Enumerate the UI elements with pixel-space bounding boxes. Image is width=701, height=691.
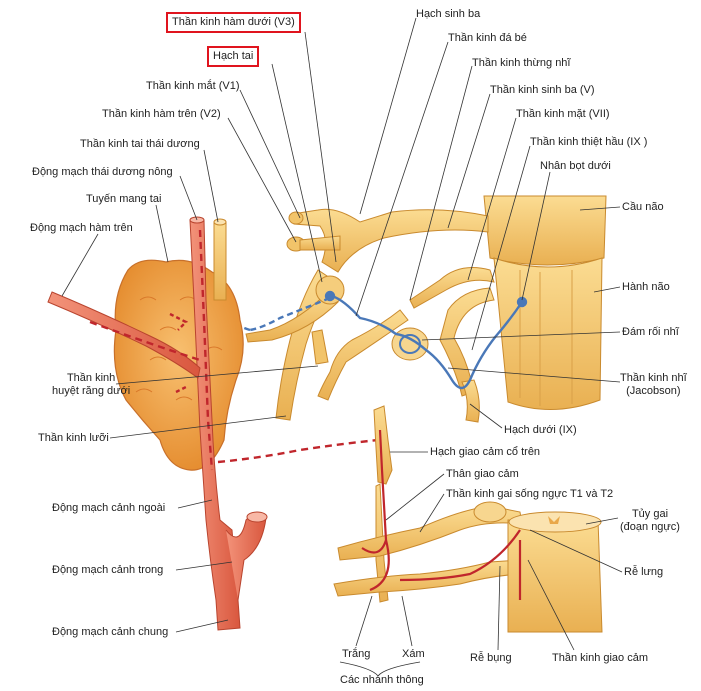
label-parotid-gland: Tuyến mang tai <box>86 193 162 205</box>
label-facial-nerve: Thần kinh mặt (VII) <box>516 108 610 120</box>
label-thoracic-nerves: Thần kinh gai sống ngực T1 và T2 <box>446 488 614 500</box>
label-sympathetic-nerve: Thần kinh giao cảm <box>552 652 648 664</box>
sympathetic-pathway <box>89 229 379 471</box>
label-trigeminal-nerve: Thần kinh sinh ba (V) <box>490 84 595 96</box>
label-chorda-tympani: Thần kinh thừng nhĩ <box>472 57 571 69</box>
label-lingual-nerve: Thần kinh lưỡi <box>38 432 109 444</box>
label-v1: Thần kinh mắt (V1) <box>146 80 240 92</box>
label-external-carotid: Động mạch cảnh ngoài <box>52 502 166 514</box>
label-maxillary-artery: Động mạch hàm trên <box>30 222 133 234</box>
label-internal-carotid: Động mạch cảnh trong <box>52 564 164 576</box>
label-pons: Cầu não <box>622 201 664 213</box>
label-tympanic-nerve: Thần kinh nhĩ (Jacobson) <box>620 372 687 397</box>
label-otic-ganglion: Hạch tai <box>207 46 260 67</box>
label-communicating-branches: Các nhánh thông <box>340 674 424 686</box>
label-v3: Thần kinh hàm dưới (V3) <box>166 12 301 33</box>
label-gray-ramus: Xám <box>402 648 425 660</box>
label-spinal-cord: Tủy gai (đoạn ngực) <box>620 508 680 533</box>
brainstem <box>483 195 607 410</box>
label-superior-cervical-ganglion: Hạch giao cảm cổ trên <box>430 446 541 458</box>
label-tympanic-plexus: Đám rối nhĩ <box>622 326 679 338</box>
label-superficial-temporal-artery: Động mạch thái dương nông <box>32 166 173 178</box>
label-ventral-root: Rễ bụng <box>470 652 512 664</box>
label-sympathetic-trunk: Thân giao cảm <box>446 468 519 480</box>
label-inferior-salivatory: Nhân bọt dưới <box>540 160 611 172</box>
label-v2: Thần kinh hàm trên (V2) <box>102 108 221 120</box>
label-dorsal-root: Rễ lưng <box>624 566 664 578</box>
label-common-carotid: Động mạch cảnh chung <box>52 626 169 638</box>
label-lesser-petrosal: Thần kinh đá bé <box>448 32 527 44</box>
label-inferior-alveolar-nerve: Thần kinh huyệt răng dưới <box>52 372 131 397</box>
label-white-ramus: Trắng <box>342 648 371 660</box>
label-glossopharyngeal: Thần kinh thiệt hầu (IX ) <box>530 136 648 148</box>
label-inferior-ganglion: Hạch dưới (IX) <box>504 424 577 436</box>
label-auriculotemporal: Thần kinh tai thái dương <box>80 138 200 150</box>
label-trigeminal-ganglion: Hạch sinh ba <box>416 8 481 20</box>
label-medulla: Hành não <box>622 281 670 293</box>
